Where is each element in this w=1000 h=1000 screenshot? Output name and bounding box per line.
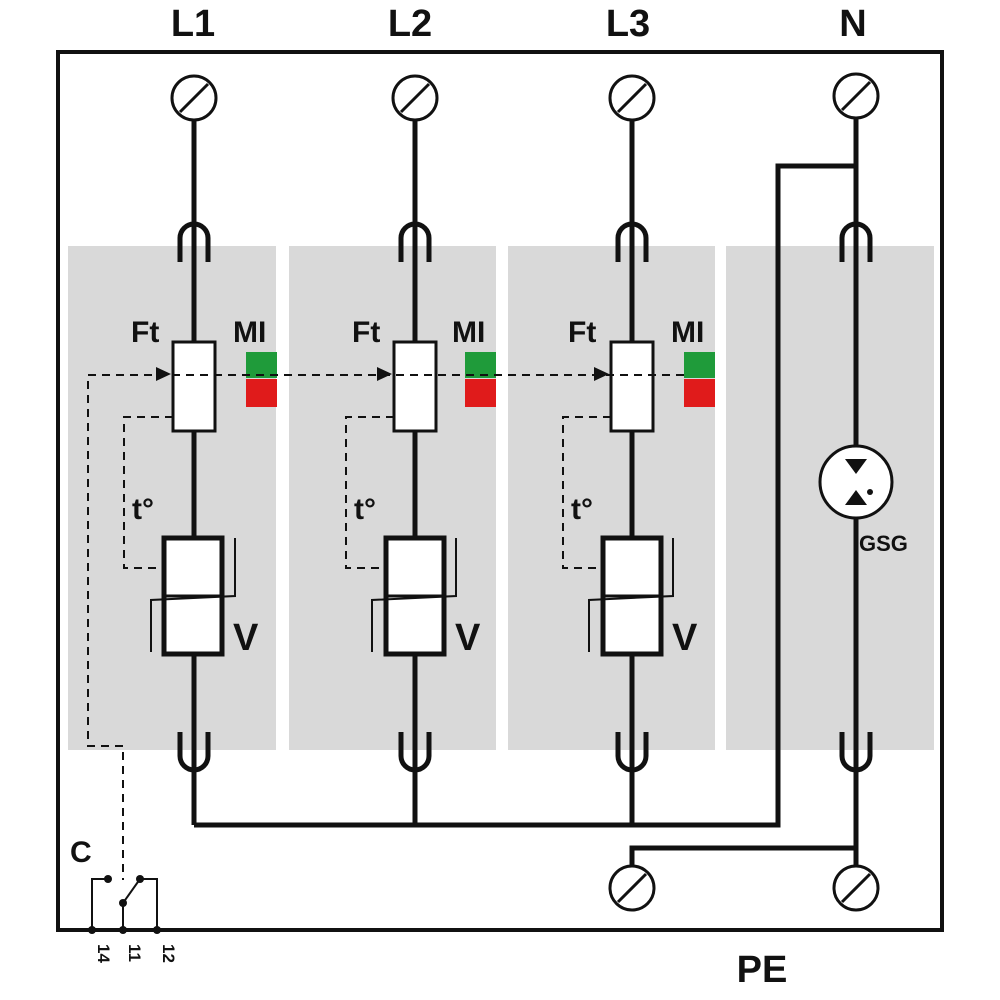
label-pe: PE — [737, 949, 788, 991]
label-mi-l1: MI — [233, 316, 266, 349]
label-gsg: GSG — [859, 531, 908, 556]
signal-link-line — [87, 374, 684, 880]
phase-module-l1: Ft MI t° V — [123, 316, 277, 659]
label-v-l3: V — [672, 617, 698, 659]
label-l1: L1 — [171, 3, 215, 45]
contact-14-lead — [91, 878, 108, 930]
module-l2 — [289, 246, 496, 750]
fuse-l3-trigger-icon — [594, 367, 609, 381]
indicator-l3-ok — [684, 352, 715, 378]
terminal-n-screw-icon — [832, 72, 880, 120]
label-t-l2: t° — [354, 493, 376, 526]
gas-spark-gap-icon — [818, 444, 894, 520]
label-ft-l1: Ft — [131, 316, 159, 349]
label-contact-11: 11 — [125, 944, 144, 962]
remote-contact: C 14 11 12 — [70, 836, 178, 963]
module-l1 — [68, 246, 276, 750]
varistor-l3-curve-icon — [588, 538, 674, 652]
contact-blade-icon — [122, 878, 141, 904]
plug-contact-top-l3-icon — [615, 221, 649, 262]
label-mi-l2: MI — [452, 316, 485, 349]
label-n: N — [839, 3, 866, 45]
label-v-l2: V — [455, 617, 481, 659]
label-l3: L3 — [606, 3, 650, 45]
terminal-pe-1-screw-icon — [608, 864, 656, 912]
housing-outline — [56, 50, 944, 932]
label-mi-l3: MI — [671, 316, 704, 349]
plug-contact-top-l1-icon — [177, 221, 211, 262]
plug-contact-bottom-l3-icon — [615, 732, 649, 773]
terminal-l3-screw-icon — [608, 74, 656, 122]
gas-spark-gap: GSG — [818, 444, 908, 556]
label-ft-l2: Ft — [352, 316, 380, 349]
plug-contact-bottom-l1-icon — [177, 732, 211, 773]
indicator-l1-fault — [246, 379, 277, 407]
plug-contact-bottom-n-icon — [839, 732, 873, 773]
plug-contact-top-l2-icon — [398, 221, 432, 262]
label-v-l1: V — [233, 617, 259, 659]
terminal-pe-2-screw-icon — [832, 864, 880, 912]
phase-module-l2: Ft MI t° V — [345, 316, 496, 659]
fuse-l3 — [609, 340, 655, 433]
indicator-l2-ok — [465, 352, 496, 378]
plug-contact-bottom-l2-icon — [398, 732, 432, 773]
terminal-l2-screw-icon — [391, 74, 439, 122]
label-t-l3: t° — [571, 493, 593, 526]
indicator-l2-fault — [465, 379, 496, 407]
label-ft-l3: Ft — [568, 316, 596, 349]
common-bus — [194, 163, 856, 828]
varistor-l2-curve-icon — [371, 538, 457, 652]
label-l2: L2 — [388, 3, 432, 45]
label-contact-12: 12 — [159, 944, 178, 963]
indicator-l1-ok — [246, 352, 277, 378]
label-c: C — [70, 836, 92, 869]
terminal-l1-screw-icon — [170, 74, 218, 122]
phase-module-l3: Ft MI t° V — [562, 316, 715, 659]
fuse-l2 — [392, 340, 438, 433]
varistor-l1-curve-icon — [150, 538, 236, 652]
label-t-l1: t° — [132, 493, 154, 526]
module-l3 — [508, 246, 715, 750]
contact-12-lead — [140, 878, 158, 930]
indicator-l3-fault — [684, 379, 715, 407]
pe-bus — [629, 845, 856, 866]
label-contact-14: 14 — [94, 944, 113, 963]
fuse-l1 — [171, 340, 217, 433]
plug-contact-top-n-icon — [839, 221, 873, 262]
